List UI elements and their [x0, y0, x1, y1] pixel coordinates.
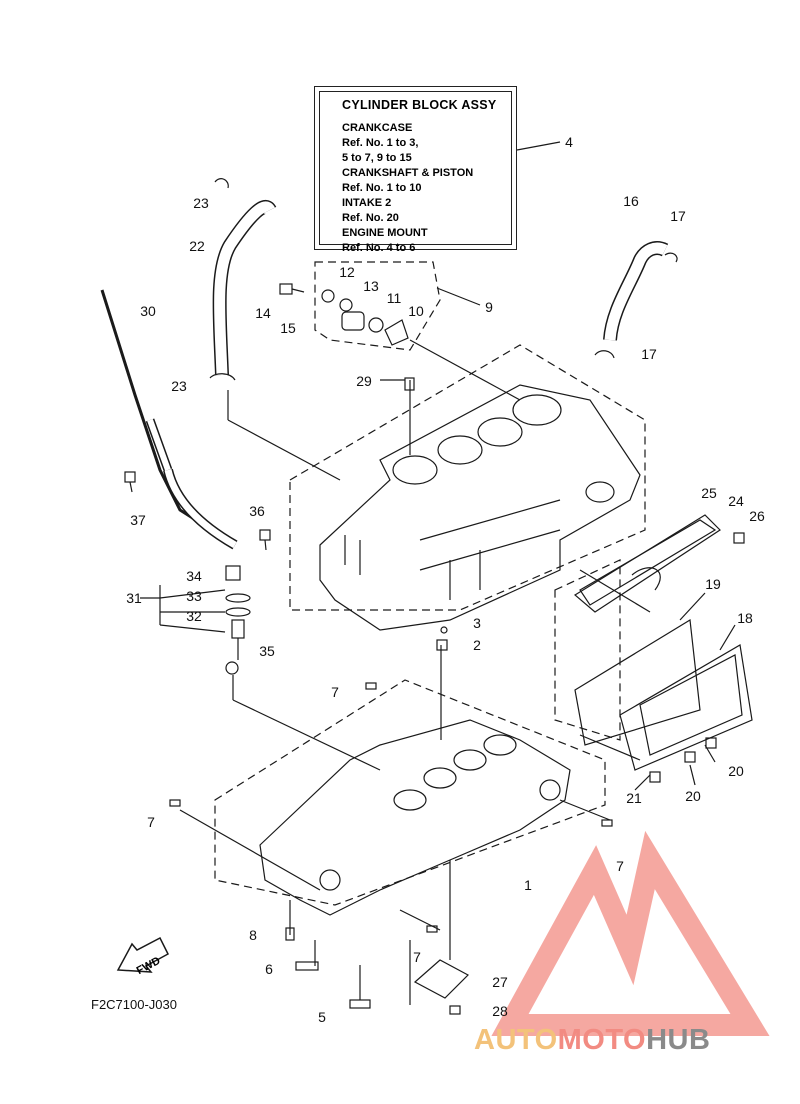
callout-14: 14 — [255, 305, 271, 321]
callout-13: 13 — [363, 278, 379, 294]
callout-10: 10 — [408, 303, 424, 319]
callout-27: 27 — [492, 974, 508, 990]
legend-box: CYLINDER BLOCK ASSY CRANKCASE Ref. No. 1… — [314, 86, 517, 254]
callout-16: 16 — [623, 193, 639, 209]
callout-25: 25 — [701, 485, 717, 501]
callout-37: 37 — [130, 512, 146, 528]
callout-8: 8 — [249, 927, 257, 943]
callout-20: 20 — [685, 788, 701, 804]
callout-17: 17 — [670, 208, 686, 224]
watermark-logo — [491, 830, 770, 1036]
callout-7: 7 — [147, 814, 155, 830]
callout-18: 18 — [737, 610, 753, 626]
callout-5: 5 — [318, 1009, 326, 1025]
legend-line: ENGINE MOUNT — [342, 227, 428, 239]
callout-6: 6 — [265, 961, 273, 977]
legend-line: CRANKSHAFT & PISTON — [342, 167, 474, 179]
callout-12: 12 — [339, 264, 355, 280]
callout-36: 36 — [249, 503, 265, 519]
watermark-part-moto: MOTO — [557, 1024, 647, 1056]
legend-line: CRANKCASE — [342, 122, 413, 134]
legend-line: 5 to 7, 9 to 15 — [342, 152, 412, 164]
legend-line: INTAKE 2 — [342, 197, 392, 209]
callout-15: 15 — [280, 320, 296, 336]
fwd-arrow — [116, 936, 169, 973]
callout-26: 26 — [749, 508, 765, 524]
callout-7: 7 — [331, 684, 339, 700]
callout-23: 23 — [171, 378, 187, 394]
callout-32: 32 — [186, 608, 202, 624]
legend-line: Ref. No. 1 to 10 — [342, 182, 422, 194]
legend-line: Ref. No. 1 to 3, — [342, 137, 419, 149]
group-box-intake — [554, 559, 621, 741]
callout-21: 21 — [626, 790, 642, 806]
callout-34: 34 — [186, 568, 202, 584]
crank-journals — [393, 734, 517, 811]
callout-3: 3 — [473, 615, 481, 631]
callout-7: 7 — [616, 858, 624, 874]
callout-28: 28 — [492, 1003, 508, 1019]
callout-31: 31 — [126, 590, 142, 606]
callout-22: 22 — [189, 238, 205, 254]
legend-line: Ref. No. 20 — [342, 212, 399, 224]
callout-11: 11 — [386, 290, 402, 306]
callout-35: 35 — [259, 643, 275, 659]
callout-29: 29 — [356, 373, 372, 389]
group-box-crankcase — [214, 679, 606, 906]
callout-9: 9 — [485, 299, 493, 315]
cylinder-bores — [392, 394, 562, 485]
group-box-9 — [314, 261, 441, 351]
diagram-code: F2C7100-J030 — [91, 997, 177, 1012]
watermark-part-auto: AUTO — [474, 1024, 558, 1056]
callout-30: 30 — [140, 303, 156, 319]
callout-24: 24 — [728, 493, 744, 509]
group-box-cylinder — [289, 344, 646, 611]
callout-7: 7 — [413, 949, 421, 965]
watermark-text: AUTOMOTOHUB — [474, 1024, 710, 1057]
callout-17: 17 — [641, 346, 657, 362]
callout-1: 1 — [524, 877, 532, 893]
callout-20: 20 — [728, 763, 744, 779]
callout-2: 2 — [473, 637, 481, 653]
legend-line: Ref. No. 4 to 6 — [342, 242, 416, 254]
callout-19: 19 — [705, 576, 721, 592]
callout-4: 4 — [565, 134, 573, 150]
legend-title: CYLINDER BLOCK ASSY — [342, 98, 497, 112]
callout-23: 23 — [193, 195, 209, 211]
watermark-part-hub: HUB — [646, 1024, 711, 1056]
callout-33: 33 — [186, 588, 202, 604]
